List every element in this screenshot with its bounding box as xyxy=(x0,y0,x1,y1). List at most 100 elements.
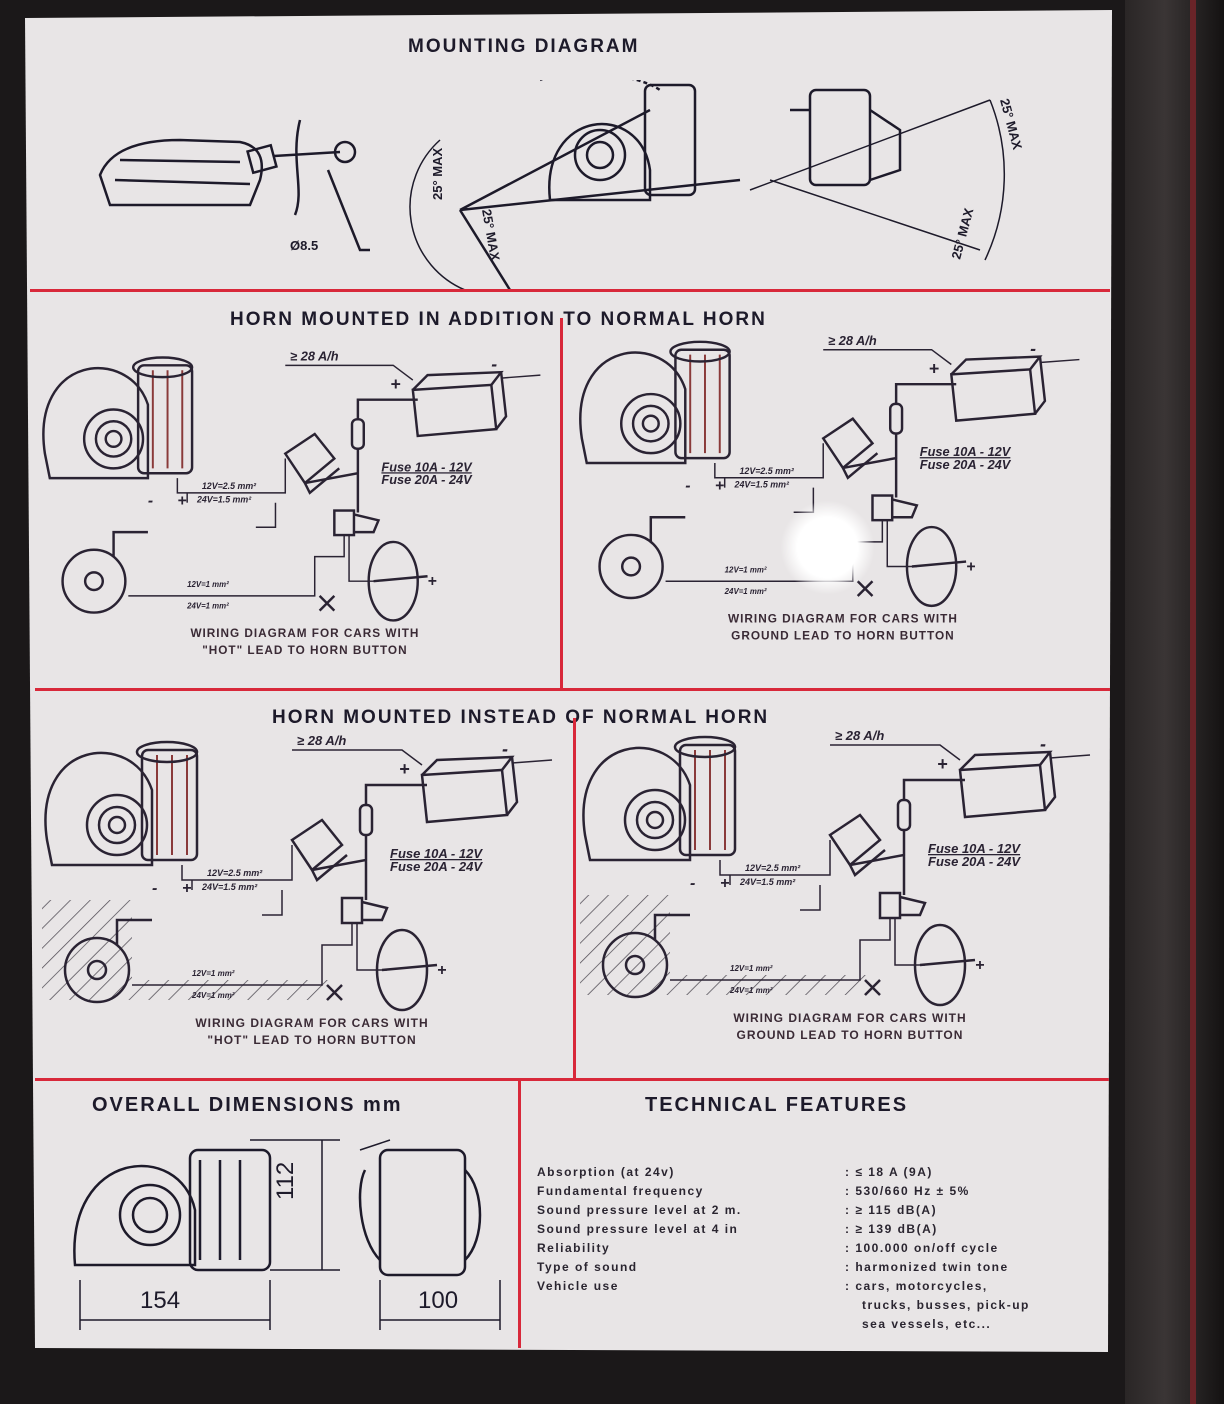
button-wire-24v-label: 24V=1 mm² xyxy=(186,602,229,611)
panel-caption-line2: GROUND LEAD TO HORN BUTTON xyxy=(736,1028,964,1042)
tech-feature-value: sea vessels, etc... xyxy=(862,1317,992,1331)
fuse-12v-label: Fuse 10A - 12V xyxy=(381,459,473,474)
divider xyxy=(518,1078,521,1348)
panel-caption-line2: GROUND LEAD TO HORN BUTTON xyxy=(731,628,955,643)
button-wire-24v-label: 24V=1 mm² xyxy=(724,587,767,596)
compressor-horn-icon xyxy=(42,356,194,480)
steering-wheel-icon xyxy=(905,525,967,608)
technical-title: TECHNICAL FEATURES xyxy=(645,1094,909,1116)
battery-icon xyxy=(420,755,519,824)
main-wire-24v-label: 24V=1.5 mm² xyxy=(739,877,796,887)
fuse-12v-label: Fuse 10A - 12V xyxy=(390,846,483,861)
tech-feature-value: : 530/660 Hz ± 5% xyxy=(845,1184,970,1198)
dimension-height: 112 xyxy=(272,1161,299,1200)
car-bumper-sketch xyxy=(98,138,264,207)
panel-caption-line1: WIRING DIAGRAM FOR CARS WITH xyxy=(190,626,420,641)
divider xyxy=(35,688,1110,691)
tech-feature-value: : ≥ 139 dB(A) xyxy=(845,1222,938,1236)
ground-horn-button-icon xyxy=(326,984,343,1001)
plus-sign: + xyxy=(975,957,984,974)
button-wire-12v-label: 12V=1 mm² xyxy=(730,964,773,973)
wiring-panel-hot-addition: ≥ 28 A/h + - Fuse 10A - 12V Fuse 20A - 2… xyxy=(40,345,560,680)
tech-feature-label: Sound pressure level at 4 in xyxy=(537,1222,739,1236)
compressor-horn-icon xyxy=(579,340,731,465)
minus-sign: - xyxy=(685,478,690,495)
steering-wheel-icon xyxy=(367,540,428,622)
mounting-title: MOUNTING DIAGRAM xyxy=(408,36,640,57)
panel-caption-line1: WIRING DIAGRAM FOR CARS WITH xyxy=(727,611,958,626)
main-wire-12v-label: 12V=2.5 mm² xyxy=(745,863,801,873)
original-horn-icon xyxy=(63,918,152,1004)
angle-label-2: 25° MAX xyxy=(479,208,503,262)
minus-sign: - xyxy=(148,493,153,510)
wiring-panel-ground-instead: ≥ 28 A/h + - Fuse 10A - 12V Fuse 20A - 2… xyxy=(580,720,1110,1070)
tech-feature-label: Fundamental frequency xyxy=(537,1184,704,1198)
dimensions-drawing xyxy=(73,1139,501,1330)
box-red-edge xyxy=(1190,0,1196,1404)
panel-caption-line2: "HOT" LEAD TO HORN BUTTON xyxy=(207,1033,417,1047)
panel-caption-line1: WIRING DIAGRAM FOR CARS WITH xyxy=(733,1011,967,1025)
original-horn-icon xyxy=(601,913,690,999)
main-wire-24v-label: 24V=1.5 mm² xyxy=(734,480,790,490)
button-wire-12v-label: 12V=1 mm² xyxy=(192,969,235,978)
tech-feature-value: : ≥ 115 dB(A) xyxy=(845,1203,938,1217)
minus-sign: - xyxy=(152,880,157,897)
positive-terminal: + xyxy=(937,754,948,774)
tech-feature-value: : ≤ 18 A (9A) xyxy=(845,1165,933,1179)
divider xyxy=(35,1078,1110,1081)
tech-feature-label: Absorption (at 24v) xyxy=(537,1165,675,1179)
horn-relay-switch-icon xyxy=(871,494,919,522)
battery-icon xyxy=(958,750,1057,819)
battery-capacity-label: ≥ 28 A/h xyxy=(828,333,877,348)
horn-side-sketch xyxy=(548,122,652,202)
battery-capacity-label: ≥ 28 A/h xyxy=(290,348,339,363)
battery-icon xyxy=(411,370,508,438)
relay-icon xyxy=(828,813,886,877)
horn-relay-switch-icon xyxy=(340,896,389,925)
plus-sign: + xyxy=(182,880,191,897)
fuse-12v-label: Fuse 10A - 12V xyxy=(928,841,1021,856)
fuse-icon xyxy=(888,402,904,435)
positive-terminal: + xyxy=(399,759,410,779)
steering-wheel-icon xyxy=(913,923,976,1007)
tech-feature-value: : 100.000 on/off cycle xyxy=(845,1241,999,1255)
steering-wheel-icon xyxy=(375,928,438,1012)
plus-sign: + xyxy=(437,962,446,979)
negative-terminal: - xyxy=(502,739,508,759)
wiring-panel-hot-instead: ≥ 28 A/h + - Fuse 10A - 12V Fuse 20A - 2… xyxy=(42,730,572,1070)
divider xyxy=(573,718,576,1080)
wiring-diagram: ≥ 28 A/h + - Fuse 10A - 12V Fuse 20A - 2… xyxy=(579,333,1080,643)
fuse-icon xyxy=(350,418,365,450)
dimension-width: 100 xyxy=(418,1287,459,1314)
ground-horn-button-icon xyxy=(856,580,874,597)
dimension-length: 154 xyxy=(140,1287,181,1314)
photo-background-edge xyxy=(1125,0,1224,1404)
section-instead-title: HORN MOUNTED INSTEAD OF NORMAL HORN xyxy=(272,707,770,728)
fuse-icon xyxy=(896,798,912,832)
horn-front-sketch xyxy=(808,88,872,187)
button-wire-24v-label: 24V=1 mm² xyxy=(729,986,773,995)
plus-sign: + xyxy=(715,478,724,495)
mounting-illustration: Ø8.5 25° MAX 25° MAX 25° MAX 25° MAX xyxy=(98,80,1025,291)
tech-feature-label: Reliability xyxy=(537,1241,611,1255)
dimensions-title: OVERALL DIMENSIONS mm xyxy=(92,1094,403,1116)
panel-caption-line2: "HOT" LEAD TO HORN BUTTON xyxy=(202,642,408,657)
plus-sign: + xyxy=(720,875,729,892)
battery-capacity-label: ≥ 28 A/h xyxy=(297,733,346,748)
negative-terminal: - xyxy=(1040,734,1046,754)
plus-sign: + xyxy=(428,573,437,590)
main-wire-24v-label: 24V=1.5 mm² xyxy=(201,882,258,892)
fuse-24v-label: Fuse 20A - 24V xyxy=(928,854,1021,869)
hole-diameter-label: Ø8.5 xyxy=(290,238,318,253)
plus-sign: + xyxy=(966,558,975,575)
main-wire-12v-label: 12V=2.5 mm² xyxy=(207,868,263,878)
fuse-24v-label: Fuse 20A - 24V xyxy=(920,457,1012,472)
tech-feature-value: : harmonized twin tone xyxy=(845,1260,1009,1274)
relay-icon xyxy=(821,417,879,480)
main-wire-12v-label: 12V=2.5 mm² xyxy=(739,466,794,476)
ground-horn-button-icon xyxy=(318,595,336,612)
fuse-12v-label: Fuse 10A - 12V xyxy=(920,444,1012,459)
positive-terminal: + xyxy=(929,358,939,378)
horn-relay-switch-icon xyxy=(333,509,381,537)
divider xyxy=(560,318,563,688)
